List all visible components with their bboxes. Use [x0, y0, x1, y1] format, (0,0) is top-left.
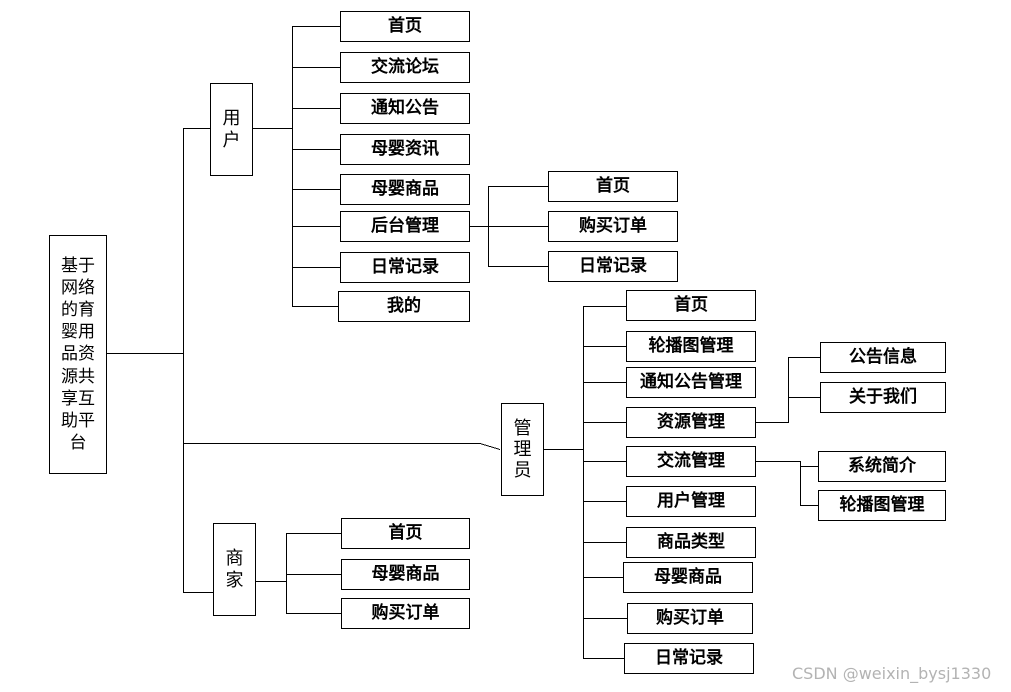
- connector-admin: [183, 443, 501, 450]
- admin-item-users: 用户管理: [626, 486, 756, 517]
- user-node: 用户: [210, 83, 253, 176]
- user-item-forum: 交流论坛: [340, 52, 470, 83]
- merchant-node: 商家: [213, 523, 256, 616]
- node-label: 用户管理: [657, 490, 725, 511]
- user-item-news: 母婴资讯: [340, 134, 470, 165]
- watermark: CSDN @weixin_bysj1330: [792, 664, 992, 683]
- resource-item-about: 关于我们: [820, 382, 946, 413]
- exchange-item-intro: 系统简介: [818, 451, 946, 482]
- node-label: 首页: [388, 15, 422, 36]
- admin-item-orders: 购买订单: [627, 603, 753, 634]
- exchange-item-carousel: 轮播图管理: [818, 490, 946, 521]
- user-item-home: 首页: [340, 11, 470, 42]
- admin-item-products: 母婴商品: [623, 562, 753, 593]
- node-label: 公告信息: [849, 346, 917, 367]
- admin-item-exchange: 交流管理: [626, 446, 756, 477]
- user-item-records: 日常记录: [340, 252, 470, 283]
- node-label: 交流管理: [657, 450, 725, 471]
- user-item-mine: 我的: [338, 291, 470, 322]
- node-label: 系统简介: [848, 455, 916, 476]
- merchant-item-home: 首页: [341, 518, 470, 549]
- admin-node: 管理员: [501, 403, 544, 496]
- admin-item-notice: 通知公告管理: [626, 367, 756, 398]
- node-label: 首页: [596, 175, 630, 196]
- node-label: 购买订单: [371, 602, 440, 623]
- node-label: 资源管理: [657, 411, 725, 432]
- root-label: 基于网络的育婴用品资源共享互助平台: [61, 256, 95, 453]
- merchant-item-products: 母婴商品: [341, 559, 470, 590]
- node-label: 购买订单: [656, 607, 724, 628]
- merchant-label: 商家: [225, 548, 244, 591]
- node-label: 通知公告: [371, 97, 439, 118]
- user-item-notice: 通知公告: [340, 93, 470, 124]
- node-label: 首页: [674, 294, 708, 315]
- user-item-products: 母婴商品: [340, 174, 470, 205]
- resource-item-announcement: 公告信息: [820, 342, 946, 373]
- admin-item-home: 首页: [626, 290, 756, 321]
- node-label: 商品类型: [657, 531, 725, 552]
- node-label: 通知公告管理: [640, 371, 742, 392]
- node-label: 日常记录: [371, 256, 439, 277]
- backend-item-orders: 购买订单: [548, 211, 678, 242]
- node-label: 购买订单: [579, 215, 647, 236]
- node-label: 母婴商品: [371, 563, 440, 584]
- node-label: 后台管理: [371, 215, 439, 236]
- backend-item-home: 首页: [548, 171, 678, 202]
- admin-item-categories: 商品类型: [626, 527, 756, 558]
- node-label: 我的: [387, 295, 421, 316]
- admin-item-resource: 资源管理: [626, 407, 756, 438]
- backend-item-records: 日常记录: [548, 251, 678, 282]
- admin-item-records: 日常记录: [624, 643, 754, 674]
- node-label: 首页: [388, 522, 423, 543]
- node-label: 母婴商品: [654, 566, 722, 587]
- admin-item-carousel: 轮播图管理: [626, 331, 756, 362]
- node-label: 轮播图管理: [839, 494, 925, 515]
- admin-label: 管理员: [513, 417, 532, 482]
- node-label: 母婴商品: [371, 178, 439, 199]
- node-label: 交流论坛: [371, 56, 439, 77]
- node-label: 关于我们: [849, 386, 917, 407]
- merchant-item-orders: 购买订单: [341, 598, 470, 629]
- node-label: 母婴资讯: [371, 138, 439, 159]
- user-item-backend: 后台管理: [340, 211, 470, 242]
- user-label: 用户: [222, 108, 241, 151]
- root-node: 基于网络的育婴用品资源共享互助平台: [49, 235, 107, 474]
- node-label: 日常记录: [579, 255, 647, 276]
- node-label: 轮播图管理: [648, 335, 734, 356]
- node-label: 日常记录: [655, 647, 723, 668]
